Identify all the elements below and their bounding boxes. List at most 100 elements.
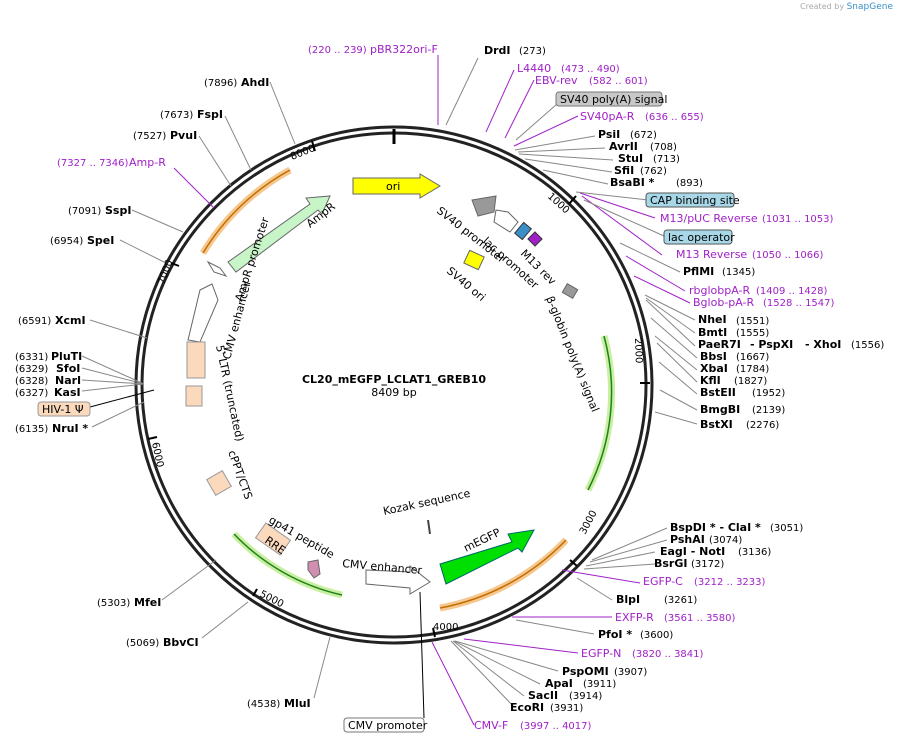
site-bbsi-pos: (1667) — [736, 352, 769, 363]
primer-pbr322ori-f-pos: (220 .. 239) — [308, 45, 367, 56]
ori-arrow — [352, 173, 441, 199]
tick-label-3000: 3000 — [578, 509, 600, 537]
site-blpi-pos: (3261) — [664, 595, 697, 606]
primer-amp-r-name: Amp-R — [129, 156, 166, 169]
primer-egfp-n-pos: (3820 .. 3841) — [632, 649, 704, 660]
site-spei-name: SpeI — [87, 234, 114, 247]
primer-egfp-c-name: EGFP-C — [643, 575, 683, 588]
site-psii-pos: (672) — [630, 130, 657, 141]
site-xbai-name: XbaI — [700, 362, 728, 375]
primer-m13-puc-reverse-pos: (1031 .. 1053) — [762, 214, 834, 225]
tick-label-6000: 6000 — [149, 441, 165, 468]
site-kfli-name: KflI — [700, 374, 721, 387]
site-kfli-pos: (1827) — [734, 376, 767, 387]
ampr-arrow — [227, 195, 331, 273]
ori-label: ori — [386, 180, 400, 193]
site-pshai-name: PshAI — [670, 533, 705, 546]
megfp-orf-line — [439, 539, 567, 609]
site-bspdi-clai-name: BspDI * - ClaI * — [670, 521, 761, 534]
site-bsrgi-pos: (3172) — [691, 559, 724, 570]
sv40-ori-box — [463, 249, 485, 271]
primer-leaders — [173, 55, 691, 726]
site-pspxi-name: - PspXI — [750, 338, 793, 351]
lac-operator-label: lac operator — [668, 231, 735, 244]
sv40-polya-box — [555, 91, 663, 107]
site-pspomi-pos: (3907) — [614, 667, 647, 678]
site-sacii-pos: (3914) — [569, 691, 602, 702]
hiv-psi-label-box — [37, 401, 91, 417]
primer-ebv-rev-pos: (582 .. 601) — [589, 76, 648, 87]
primer-l4440-pos: (473 .. 490) — [561, 64, 620, 75]
site-bmgbi-name: BmgBI — [700, 403, 740, 416]
site-bstxi-pos: (2276) — [746, 420, 779, 431]
sv40-polya-label: SV40 poly(A) signal — [560, 93, 667, 106]
site-xcmi-name: XcmI — [55, 314, 86, 327]
plasmid-name: CL20_mEGFP_LCLAT1_GREB10 — [302, 373, 486, 386]
kozak-label: Kozak sequence — [382, 487, 472, 518]
plasmid-size: 8409 bp — [371, 386, 416, 399]
cppt-label: cPPT/CTS — [225, 449, 255, 502]
primer-rbglobpa-r-pos: (1409 .. 1428) — [756, 286, 828, 297]
site-apai-pos: (3911) — [583, 679, 616, 690]
site-xhoi-name: - XhoI — [805, 338, 841, 351]
site-sfoi-pos: (6329) — [15, 364, 48, 375]
site-nrui-pos: (6135) — [15, 424, 48, 435]
tick-label-4000: 4000 — [433, 622, 458, 633]
site-xbai-pos: (1784) — [736, 364, 769, 375]
cap-binding-site-label: CAP binding site — [650, 194, 740, 207]
primer-cmv-f-name: CMV-F — [474, 719, 508, 732]
lcl-line — [233, 533, 343, 596]
primer-amp-r-pos: (7327 .. 7346) — [57, 158, 129, 169]
site-sacii-name: SacII — [528, 689, 558, 702]
site-bsabi-name: BsaBI * — [610, 176, 655, 189]
tick-label-2000: 2000 — [632, 338, 644, 364]
enzyme-leaders — [81, 57, 698, 708]
site-fspi-pos: (7673) — [160, 110, 193, 121]
site-ahdi-name: AhdI — [241, 76, 269, 89]
site-kasi-name: KasI — [54, 386, 81, 399]
primer-exfp-r-pos: (3561 .. 3580) — [664, 613, 736, 624]
snapgene-brand: Created by SnapGene — [800, 2, 893, 12]
site-nrui-name: NruI * — [52, 422, 88, 435]
primer-bglob-pa-r-name: Bglob-pA-R — [693, 296, 755, 309]
cap-site-box — [513, 221, 533, 241]
cmv-enhancer-bottom-arrow — [365, 564, 431, 595]
site-sfii-name: SfiI — [614, 164, 634, 177]
primer-cmv-f-pos: (3997 .. 4017) — [520, 721, 592, 732]
site-mfei-name: MfeI — [134, 596, 161, 609]
tick-marks — [147, 140, 650, 638]
site-sspi-name: SspI — [105, 204, 131, 217]
site-pflmi-pos: (1345) — [722, 267, 755, 278]
bglobin-line — [587, 335, 613, 491]
site-bbvci-pos: (5069) — [126, 638, 159, 649]
site-bmti-name: BmtI — [698, 326, 727, 339]
hiv-psi-label: HIV-1 Ψ — [42, 403, 84, 416]
primer-bglob-pa-r-pos: (1528 .. 1547) — [763, 298, 835, 309]
site-bsteii-name: BstEII — [700, 386, 736, 399]
site-kasi-pos: (6327) — [15, 388, 48, 399]
cppt-box — [206, 470, 232, 496]
site-pflmi-name: PflMI — [683, 265, 714, 278]
cmv-enhancer-left-arrow — [187, 283, 219, 343]
site-nhei-pos: (1551) — [736, 316, 769, 327]
enzyme-labels: DrdI (273) PsiI (672) AvrII (708) StuI (… — [15, 44, 884, 714]
site-nari-name: NarI — [55, 374, 81, 387]
site-mlui-name: MluI — [284, 697, 311, 710]
sv40-ori-label: SV40 ori — [444, 264, 488, 304]
primer-exfp-r-name: EXFP-R — [615, 611, 654, 624]
primer-m13-reverse-name: M13 Reverse — [676, 248, 747, 261]
gp41-box — [307, 559, 321, 579]
primer-sv40pa-r-pos: (636 .. 655) — [645, 112, 704, 123]
primer-m13-reverse-pos: (1050 .. 1066) — [752, 250, 824, 261]
site-stui-name: StuI — [618, 152, 643, 165]
site-eagi-noti-name: EagI - NotI — [660, 545, 725, 558]
lac-operator-box — [527, 231, 543, 247]
site-pluti-name: PluTI — [51, 350, 82, 363]
site-pluti-pos: (6331) — [15, 352, 48, 363]
site-xcmi-pos: (6591) — [18, 316, 51, 327]
site-sspi-pos: (7091) — [68, 206, 101, 217]
site-mlui-pos: (4538) — [247, 699, 280, 710]
bglobin-box — [561, 282, 579, 300]
bglobin-label: β-globin poly(A) signal — [543, 294, 601, 414]
